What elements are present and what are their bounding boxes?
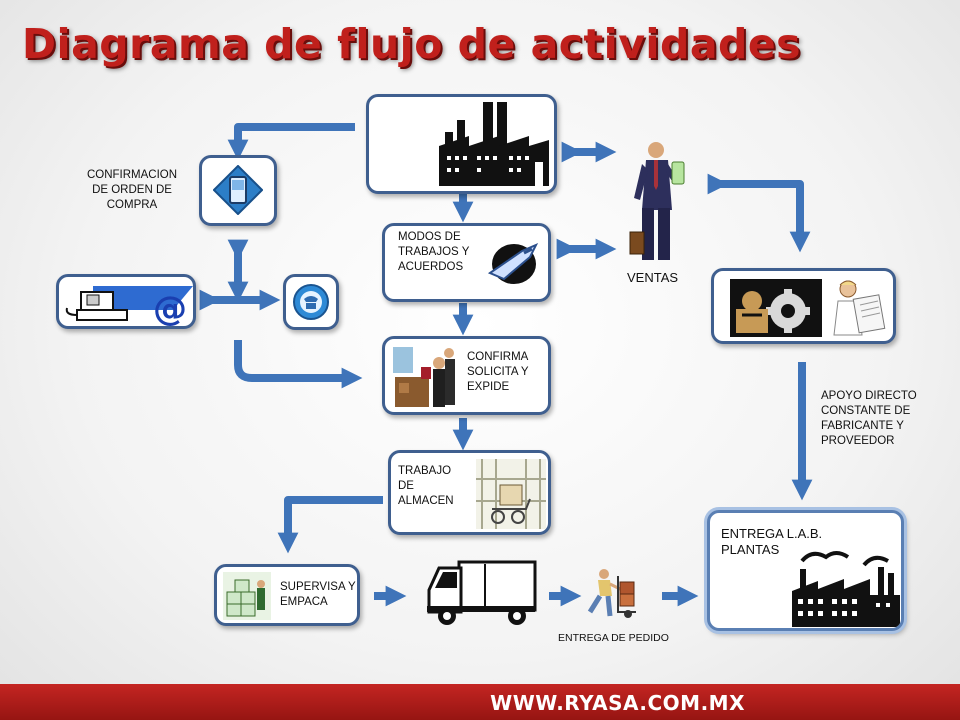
hand-truck-worker-icon — [587, 569, 636, 618]
label-entrega-lab: ENTREGA L.A.B. PLANTAS — [721, 526, 823, 557]
confirma-box — [382, 336, 551, 415]
almacen-box — [388, 450, 551, 535]
handshake-icon — [487, 243, 539, 284]
footer-url[interactable]: WWW.RYASA.COM.MX — [490, 691, 745, 715]
label-supervisa: SUPERVISA Y EMPACA — [280, 581, 356, 608]
plant-factory-icon — [792, 551, 900, 627]
phone-icon — [293, 284, 329, 320]
supervisa-box — [214, 564, 360, 626]
businessman-icon — [629, 142, 685, 260]
arrow-to-confirma — [234, 340, 363, 389]
label-entrega-pedido: ENTREGA DE PEDIDO — [558, 632, 669, 644]
label-apoyo: APOYO DIRECTO CONSTANTE DE FABRICANTE Y … — [821, 390, 917, 447]
warehouse-icon — [476, 459, 546, 529]
label-confirma: CONFIRMA SOLICITA Y EXPIDE — [467, 351, 529, 393]
computer-email-icon: @ — [65, 286, 193, 326]
arrow-almacen-to-supervisa — [277, 496, 383, 554]
arrow-factory-to-confirmacion — [227, 123, 355, 161]
label-ventas: VENTAS — [627, 270, 679, 285]
label-almacen: TRABAJO DE ALMACEN — [398, 465, 454, 507]
office-people-icon — [393, 347, 455, 407]
modos-box — [382, 223, 551, 302]
truck-icon — [427, 560, 537, 625]
email-box: @ — [56, 274, 196, 329]
pda-icon — [213, 165, 263, 215]
pda-box — [199, 155, 277, 226]
phone-box — [283, 274, 339, 330]
engineer-icon — [833, 280, 886, 336]
factory-icon — [439, 102, 549, 186]
arrow-ventas-to-gears — [707, 173, 811, 253]
svg-text:@: @ — [153, 289, 187, 326]
boxes-worker-icon — [223, 572, 271, 620]
factory-box — [366, 94, 557, 194]
label-modos: MODOS DE TRABAJOS Y ACUERDOS — [398, 231, 470, 273]
footer-bar: WWW.RYASA.COM.MX — [0, 684, 960, 720]
gears-icon — [730, 279, 822, 337]
gears-box — [711, 268, 896, 344]
page-title: Diagrama de flujo de actividades — [22, 20, 802, 68]
entrega-lab-box — [707, 510, 904, 631]
label-confirmacion: CONFIRMACION DE ORDEN DE COMPRA — [86, 169, 178, 211]
